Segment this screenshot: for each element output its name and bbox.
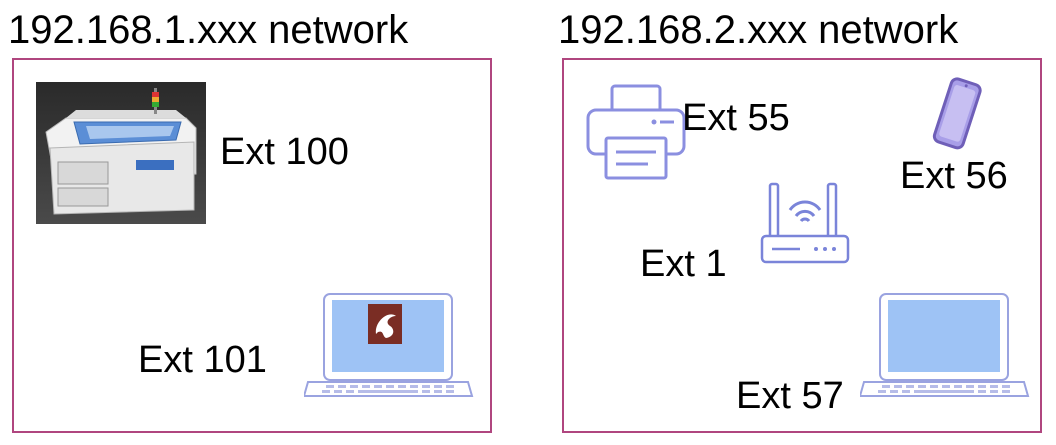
device-label-ext-100: Ext 100: [220, 131, 349, 173]
laptop-icon: [860, 292, 1030, 404]
laptop-with-app-logo-icon: [304, 292, 474, 404]
device-label-ext-1: Ext 1: [640, 243, 727, 285]
router-icon: [760, 180, 852, 266]
network-2-box: Ext 55 Ext 56 Ext 1: [562, 58, 1042, 433]
network-1-title: 192.168.1.xxx network: [8, 8, 409, 52]
device-label-ext-57: Ext 57: [736, 375, 844, 417]
device-label-ext-56: Ext 56: [900, 155, 1008, 197]
network-1-box: Ext 100 Ext 101: [12, 58, 492, 433]
smartphone-icon: [926, 76, 986, 152]
device-label-ext-101: Ext 101: [138, 339, 267, 381]
network-2-title: 192.168.2.xxx network: [558, 8, 959, 52]
printer-icon: [584, 80, 688, 184]
laser-engraver-image: [36, 82, 206, 224]
device-label-ext-55: Ext 55: [682, 97, 790, 139]
